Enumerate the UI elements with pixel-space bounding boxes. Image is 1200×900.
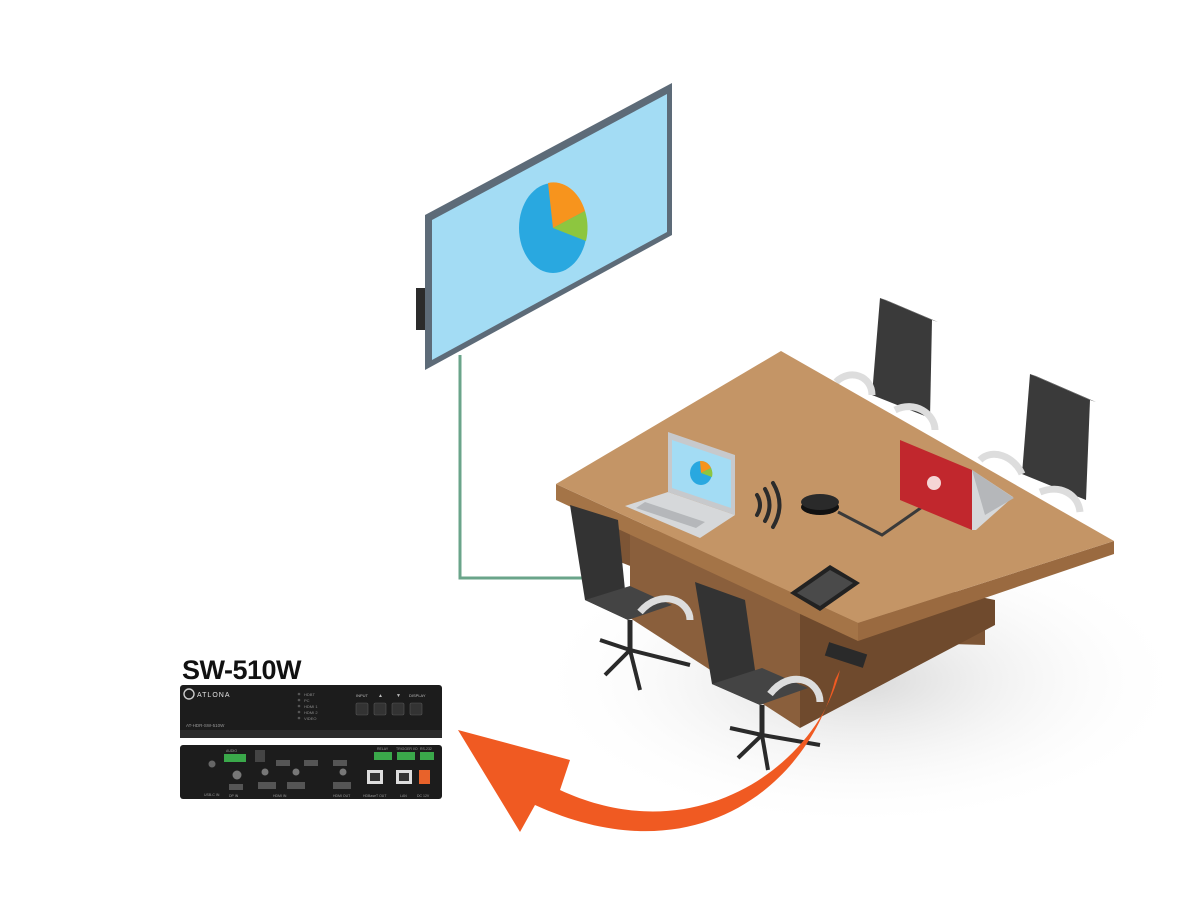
atlona-logo-icon bbox=[183, 688, 195, 700]
product-model-title: SW-510W bbox=[182, 655, 301, 685]
conference-table bbox=[556, 351, 1114, 728]
hdmi-in-port-4 bbox=[287, 782, 305, 789]
trigger-terminal bbox=[397, 752, 415, 760]
table-cable bbox=[837, 503, 926, 537]
relay-terminal bbox=[374, 752, 392, 760]
dc-power-terminal bbox=[419, 770, 430, 784]
laptop-left bbox=[625, 432, 735, 538]
laptop-right bbox=[900, 440, 1014, 530]
led-label-hdmi1: HDMI 1 bbox=[304, 704, 318, 709]
hdmi-in-port-3 bbox=[258, 782, 276, 789]
rear-label-hdmi-in: HDMI IN bbox=[273, 794, 287, 798]
audio-terminal bbox=[224, 754, 246, 762]
usb-port-icon-1 bbox=[261, 768, 269, 776]
front-label-up: ▲ bbox=[378, 693, 383, 699]
hdmi-in-port-1 bbox=[276, 760, 290, 766]
chair-back-right bbox=[977, 374, 1096, 513]
usb-port-icon-2 bbox=[292, 768, 300, 776]
led-label-pc: PC bbox=[304, 698, 310, 703]
led-label-hdbt: HDBT bbox=[304, 692, 315, 697]
mic-port-icon bbox=[232, 770, 242, 780]
rs232-terminal bbox=[420, 752, 434, 760]
brand-label: ATLONA bbox=[197, 692, 231, 699]
rear-label-relay: RELAY bbox=[377, 747, 389, 751]
chair-back-left bbox=[833, 298, 939, 431]
wireless-signal-icon bbox=[755, 481, 782, 529]
dp-port bbox=[229, 784, 243, 790]
button-down bbox=[391, 702, 405, 716]
rear-label-dp: DP IN bbox=[229, 794, 239, 798]
front-label-input: INPUT bbox=[356, 693, 369, 698]
hdmi-in-port-2 bbox=[304, 760, 318, 766]
rear-label-audio: AUDIO bbox=[226, 749, 237, 753]
pie-chart-icon bbox=[519, 182, 588, 273]
ir-port-icon bbox=[339, 768, 347, 776]
rear-small-port bbox=[255, 750, 265, 762]
rear-label-usbc: USB-C IN bbox=[204, 793, 220, 797]
tablet-touch-panel bbox=[790, 565, 860, 611]
chair-front-right bbox=[695, 582, 824, 771]
button-display bbox=[409, 702, 423, 716]
front-led-group: HDBT PC HDMI 1 HDMI 2 VIDEO bbox=[297, 692, 318, 721]
rear-label-trigger: TRIGGER I/O bbox=[396, 747, 418, 751]
led-label-video: VIDEO bbox=[304, 716, 316, 721]
front-label-down: ▼ bbox=[396, 693, 401, 699]
switcher-front-panel: ATLONA AT-HDR-SW-510W HDBT PC HDMI 1 HDM… bbox=[180, 685, 442, 738]
rear-label-rs232: RS-232 bbox=[420, 747, 432, 751]
rear-label-lan: LAN bbox=[400, 794, 407, 798]
chair-front-left bbox=[570, 505, 694, 691]
hdmi-out-port bbox=[333, 760, 347, 766]
switcher-rear-panel: USB-C IN AUDIO DP IN HDMI IN HDMI OUT RE… bbox=[180, 745, 442, 799]
table-puck-hub bbox=[801, 494, 839, 515]
rear-label-hdmi-out: HDMI OUT bbox=[333, 794, 351, 798]
wall-display bbox=[416, 83, 672, 370]
hdmi-out-port-2 bbox=[333, 782, 351, 789]
led-label-hdmi2: HDMI 2 bbox=[304, 710, 318, 715]
under-table-box bbox=[824, 642, 868, 668]
rear-label-hdbaset: HDBaseT OUT bbox=[363, 794, 387, 798]
button-input bbox=[355, 702, 369, 716]
front-label-display: DISPLAY bbox=[409, 693, 426, 698]
hdmi-cable bbox=[458, 355, 600, 580]
usbc-port-icon bbox=[208, 760, 216, 768]
button-up bbox=[373, 702, 387, 716]
rear-label-dc: DC 12V bbox=[417, 794, 430, 798]
front-model-label: AT-HDR-SW-510W bbox=[186, 723, 225, 728]
curved-arrow-icon bbox=[458, 670, 840, 832]
